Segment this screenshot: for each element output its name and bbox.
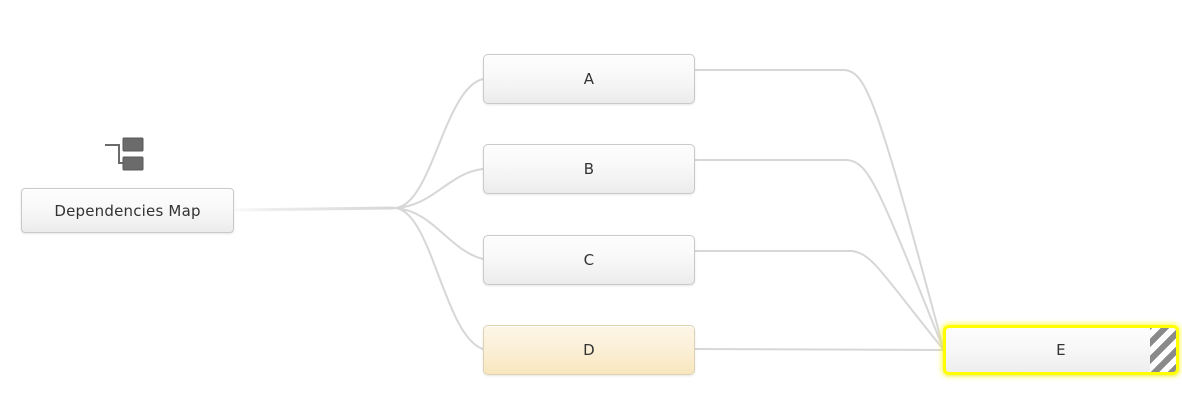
edge-root-to-a xyxy=(394,78,484,209)
hatch-band-icon xyxy=(1150,328,1176,372)
node-label: E xyxy=(1056,341,1066,359)
edge-a-to-e xyxy=(694,69,944,348)
edge-d-to-e xyxy=(694,348,944,351)
node-label: C xyxy=(583,251,595,269)
node-label: D xyxy=(583,341,595,359)
node-dependencies-map[interactable]: Dependencies Map xyxy=(21,188,234,233)
edge-root-to-c xyxy=(394,207,484,260)
edge-root-to-b xyxy=(394,168,484,209)
node-label: B xyxy=(583,160,595,178)
edge-c-to-e xyxy=(694,250,944,350)
edge-b-to-e xyxy=(694,159,944,349)
node-d[interactable]: D xyxy=(483,325,695,375)
node-c[interactable]: C xyxy=(483,235,695,285)
node-e[interactable]: E xyxy=(943,325,1179,375)
node-b[interactable]: B xyxy=(483,144,695,194)
node-label: Dependencies Map xyxy=(54,201,201,220)
node-a[interactable]: A xyxy=(483,54,695,104)
edge-root-trunk xyxy=(234,206,395,212)
hierarchy-icon xyxy=(105,137,144,171)
edge-root-to-d xyxy=(394,207,484,350)
node-label: A xyxy=(583,70,595,88)
